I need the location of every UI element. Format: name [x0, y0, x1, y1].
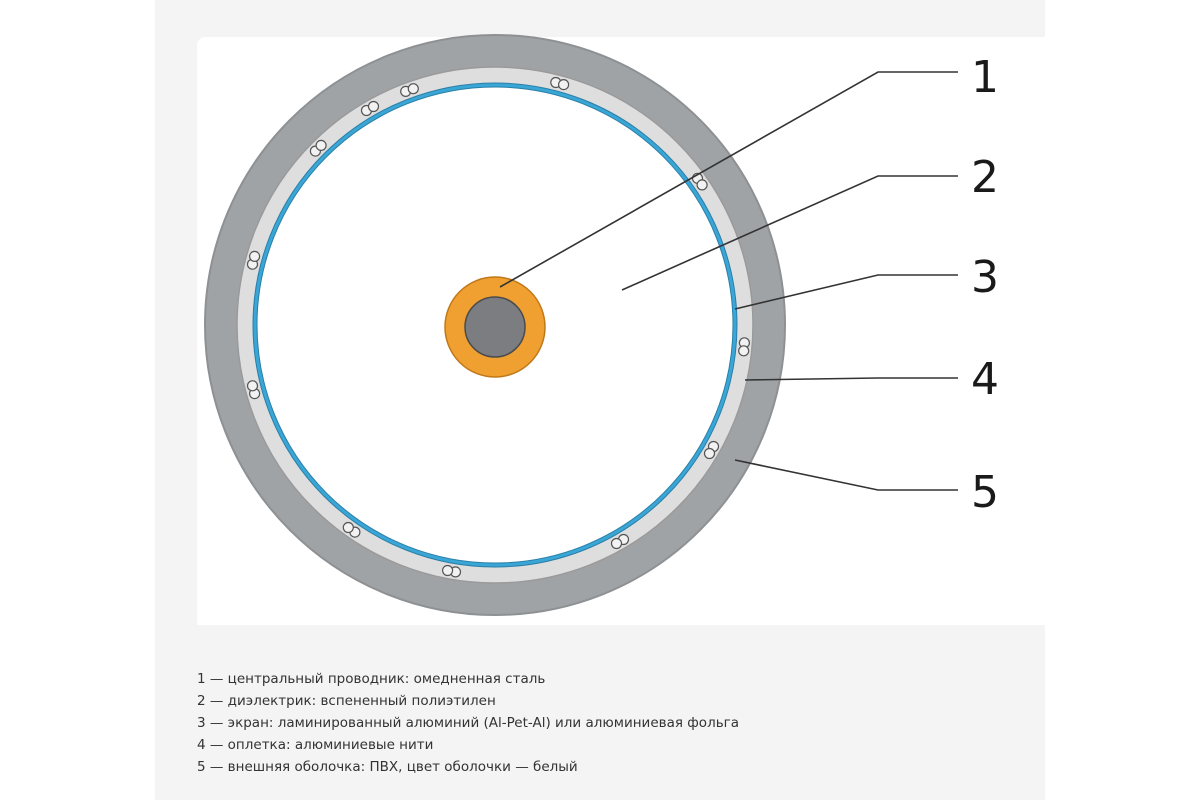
callout-5: 5	[971, 467, 999, 518]
braid-strand	[342, 521, 354, 534]
legend-item-3: 3 — экран: ламинированный алюминий (Al-P…	[197, 715, 740, 731]
braid-strand	[696, 179, 708, 191]
braid-strand	[246, 380, 259, 392]
legend-item-2: 2 — диэлектрик: вспененный полиэтилен	[197, 693, 496, 709]
conductor-core	[464, 296, 526, 358]
braid-strand	[367, 100, 380, 113]
legend-item-5: 5 — внешняя оболочка: ПВХ, цвет оболочки…	[197, 759, 578, 775]
braid-strand	[703, 447, 716, 460]
leader-line-5	[734, 459, 958, 491]
braid-strand	[407, 83, 419, 95]
callout-2: 2	[971, 152, 999, 203]
leader-line-2	[621, 175, 958, 291]
braid-strand	[249, 250, 261, 262]
callout-4: 4	[971, 354, 999, 405]
callout-3: 3	[971, 252, 999, 303]
leader-line-4	[744, 377, 958, 381]
leader-line-1	[499, 71, 958, 288]
legend-item-4: 4 — оплетка: алюминиевые нити	[197, 737, 434, 753]
leader-lines	[499, 71, 958, 491]
braid-strand	[442, 564, 454, 577]
legend-list: 1 — центральный проводник: омедненная ст…	[197, 668, 739, 778]
braid-strand	[738, 345, 750, 357]
leader-line-3	[734, 274, 958, 310]
braid-strand	[610, 537, 623, 550]
braid-strand	[315, 139, 327, 151]
callout-1: 1	[971, 52, 999, 103]
legend-item-1: 1 — центральный проводник: омедненная ст…	[197, 671, 546, 687]
braid-strand	[557, 78, 570, 91]
